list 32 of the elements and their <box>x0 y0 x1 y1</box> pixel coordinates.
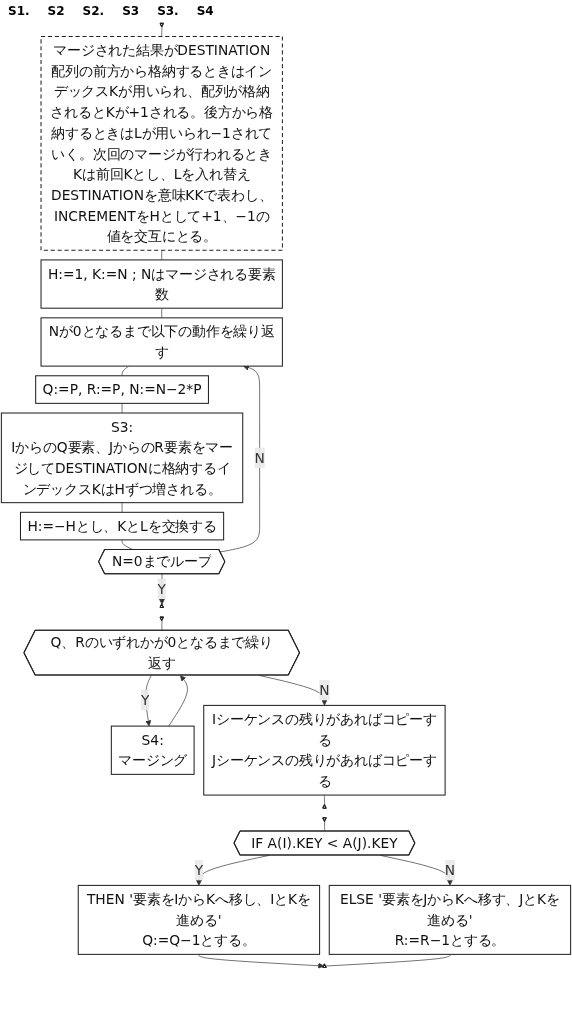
connector <box>161 249 163 261</box>
connector <box>324 794 326 806</box>
step-label: S2. <box>82 4 105 18</box>
edge-label: N <box>444 861 456 879</box>
edge-label: N <box>254 449 265 467</box>
node-box: Q:=P, R:=P, N:=N−2*P <box>35 375 209 404</box>
node-box: Iシーケンスの残りがあればコピーする Jシーケンスの残りがあればコピーする <box>203 704 446 796</box>
node-box: マージされた結果がDESTINATION配列の前方から格納するときはインデックスKが用いられ、配列が格納されるとKが+1される。後方から格納するときはLが用いられ−1されていく。次回のマージが行われるときKは前回Kとし、Lを入れ替えDESTINATIONを意味KKで表わし、INCREMENTをHとして+1、−1の値を交互にとる。 <box>40 35 283 251</box>
edge-label: Y <box>194 861 204 879</box>
step-label: S3. <box>157 4 179 18</box>
node-box: Nが0となるまで以下の動作を繰り返す <box>40 317 283 367</box>
step-label: S4 <box>196 4 214 18</box>
edge-label: Y <box>157 580 166 598</box>
edge-label: N <box>319 681 330 699</box>
node-box: S4: マージング <box>110 725 195 775</box>
node-box: H:=1, K:=N ; Nはマージされる要素数 <box>40 259 283 309</box>
connector <box>161 620 163 631</box>
edge-label: Y <box>140 691 150 709</box>
connector <box>121 365 129 377</box>
node-box: S3: IからのQ要素、JからのR要素をマージしてDESTINATIONに格納するインデックスKはHずつ増される。 <box>0 412 244 504</box>
connector <box>161 26 163 37</box>
connector <box>121 403 123 414</box>
node-box: H:=−Hとし、KとLを交換する <box>19 511 225 541</box>
connector <box>324 821 326 832</box>
connector <box>121 502 123 513</box>
step-label: S3 <box>122 4 140 18</box>
node-box: ELSE '要素をJからKへ移す、JとKを進める' R:=R−1とする。 <box>328 884 572 955</box>
connector <box>325 954 451 967</box>
step-label: S2 <box>47 4 65 18</box>
connector <box>161 307 163 319</box>
node-box: THEN '要素をIからKへ移し、IとKを進める' Q:=Q−1とする。 <box>77 884 321 955</box>
step-label: S1. <box>8 4 30 18</box>
